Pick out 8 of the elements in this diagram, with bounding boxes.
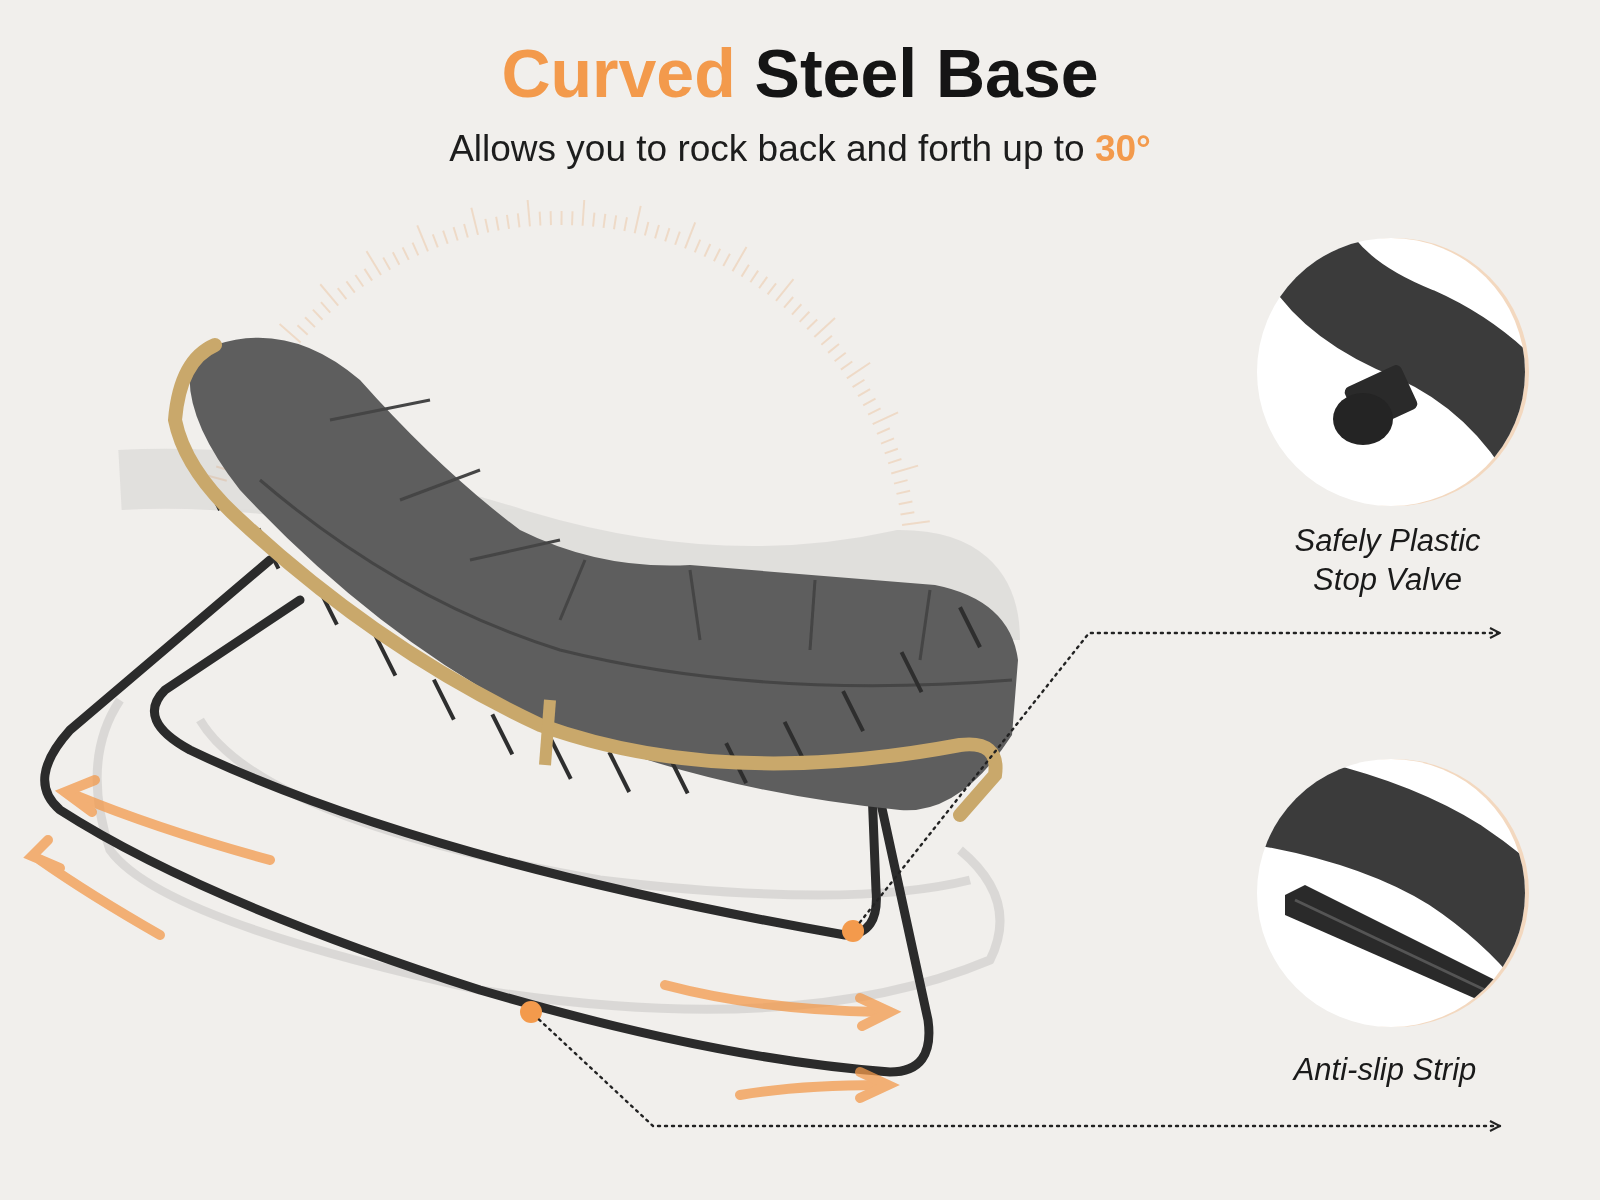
- title: Curved Steel Base: [500, 34, 1100, 112]
- callout-label: Anti-slip Strip: [1291, 1051, 1478, 1089]
- marker-dot: [520, 1001, 542, 1023]
- marker-dot: [842, 920, 864, 942]
- subtitle: Allows you to rock back and forth up to 30°: [448, 128, 1152, 170]
- leader-line: [858, 627, 1502, 924]
- leader-line: [537, 1018, 1502, 1132]
- callout-label: Safely Plastic Stop Valve: [1293, 522, 1482, 599]
